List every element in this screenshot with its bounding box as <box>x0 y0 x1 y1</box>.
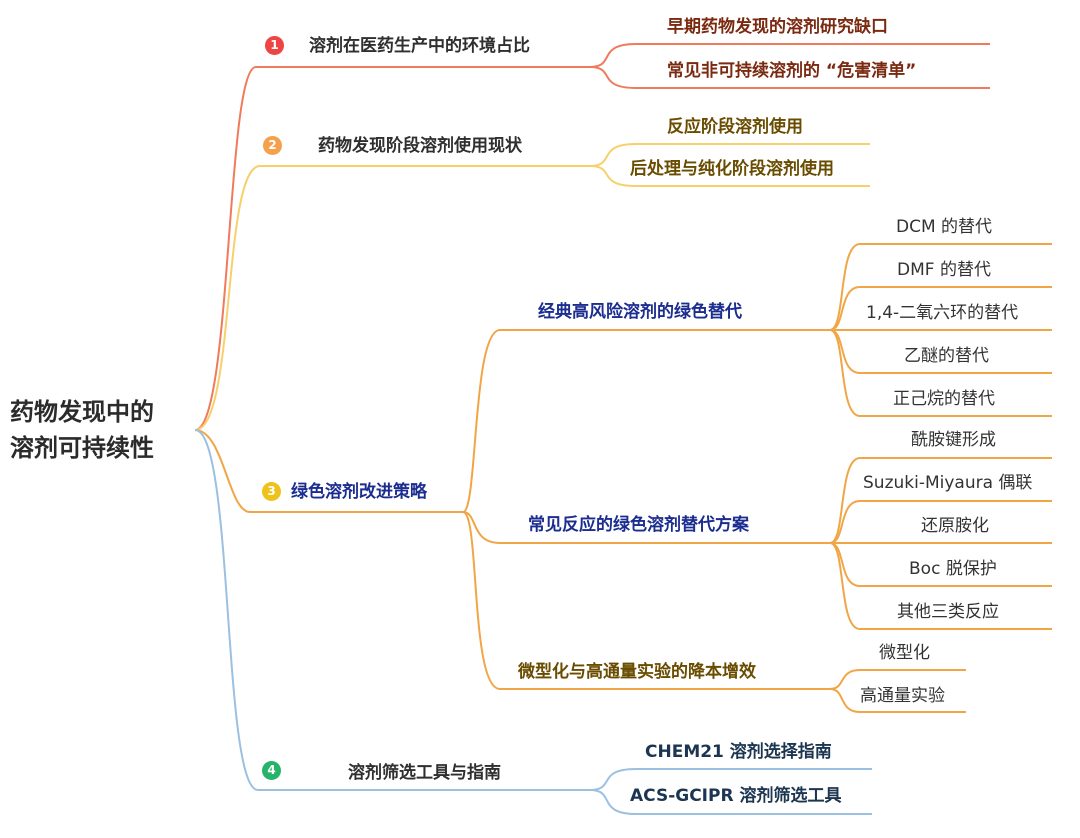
leaf-suzuki: Suzuki-Miyaura 偶联 <box>863 473 1033 493</box>
connector-b3-s3 <box>462 511 830 690</box>
branch-2-label: 药物发现阶段溶剂使用现状 <box>318 136 522 156</box>
connector-root-b1 <box>194 66 590 431</box>
badge-2: 2 <box>263 136 282 155</box>
connector-s1-l5 <box>829 329 1052 417</box>
leaf-hte: 高通量实验 <box>860 686 945 706</box>
connector-b2-c1 <box>589 143 870 167</box>
leaf-dmf: DMF 的替代 <box>897 260 991 280</box>
connector-b1-c1 <box>589 43 990 68</box>
connector-s1-l1 <box>829 243 1052 331</box>
branch-4-child-1: CHEM21 溶剂选择指南 <box>645 742 832 762</box>
leaf-reductive-amination: 还原胺化 <box>921 516 989 536</box>
connector-s2-l1 <box>829 457 1052 544</box>
connector-s2-l2 <box>829 500 1052 544</box>
connector-b4-c2 <box>589 789 872 815</box>
leaf-other: 其他三类反应 <box>897 602 999 622</box>
connector-root-b2 <box>194 165 590 431</box>
branch-1-child-1: 早期药物发现的溶剂研究缺口 <box>667 17 888 37</box>
badge-3: 3 <box>262 482 281 501</box>
leaf-hexane: 正己烷的替代 <box>893 389 995 409</box>
sub-branch-3-label: 微型化与高通量实验的降本增效 <box>518 662 756 682</box>
sub-branch-1-label: 经典高风险溶剂的绿色替代 <box>538 302 742 322</box>
connector-root-b3 <box>194 429 463 513</box>
leaf-miniaturization: 微型化 <box>879 643 930 663</box>
connector-b4-c1 <box>589 768 872 791</box>
connector-s2-l5 <box>829 542 1052 630</box>
sub-branch-2-label: 常见反应的绿色溶剂替代方案 <box>528 515 749 535</box>
branch-2-child-1: 反应阶段溶剂使用 <box>667 117 803 137</box>
leaf-boc: Boc 脱保护 <box>909 559 997 579</box>
root-title-line2: 溶剂可持续性 <box>10 434 154 462</box>
branch-1-label: 溶剂在医药生产中的环境占比 <box>309 36 530 56</box>
connector-b1-c2 <box>589 66 990 89</box>
root-title-line1: 药物发现中的 <box>10 398 154 426</box>
leaf-ether: 乙醚的替代 <box>904 346 989 366</box>
connector-b3-s2 <box>462 511 830 544</box>
connector-root-b4 <box>194 429 590 791</box>
badge-4: 4 <box>262 761 281 780</box>
connector-s1-l2 <box>829 286 1052 331</box>
branch-2-child-2: 后处理与纯化阶段溶剂使用 <box>630 159 834 179</box>
branch-4-child-2: ACS-GCIPR 溶剂筛选工具 <box>630 786 842 806</box>
root-topic: 药物发现中的 溶剂可持续性 <box>10 394 154 466</box>
leaf-dioxane: 1,4-二氧六环的替代 <box>866 303 1019 323</box>
branch-3-label: 绿色溶剂改进策略 <box>291 482 427 502</box>
branch-4-label: 溶剂筛选工具与指南 <box>348 763 501 783</box>
connector-s3-l2 <box>829 688 966 713</box>
badge-1: 1 <box>265 36 284 55</box>
branch-1-child-2: 常见非可持续溶剂的 “危害清单” <box>667 61 917 81</box>
connector-b3-s1 <box>462 329 830 513</box>
connector-s3-l1 <box>829 669 966 690</box>
leaf-amide: 酰胺键形成 <box>911 430 996 450</box>
connector-b2-c2 <box>589 165 870 187</box>
leaf-dcm: DCM 的替代 <box>896 217 993 237</box>
